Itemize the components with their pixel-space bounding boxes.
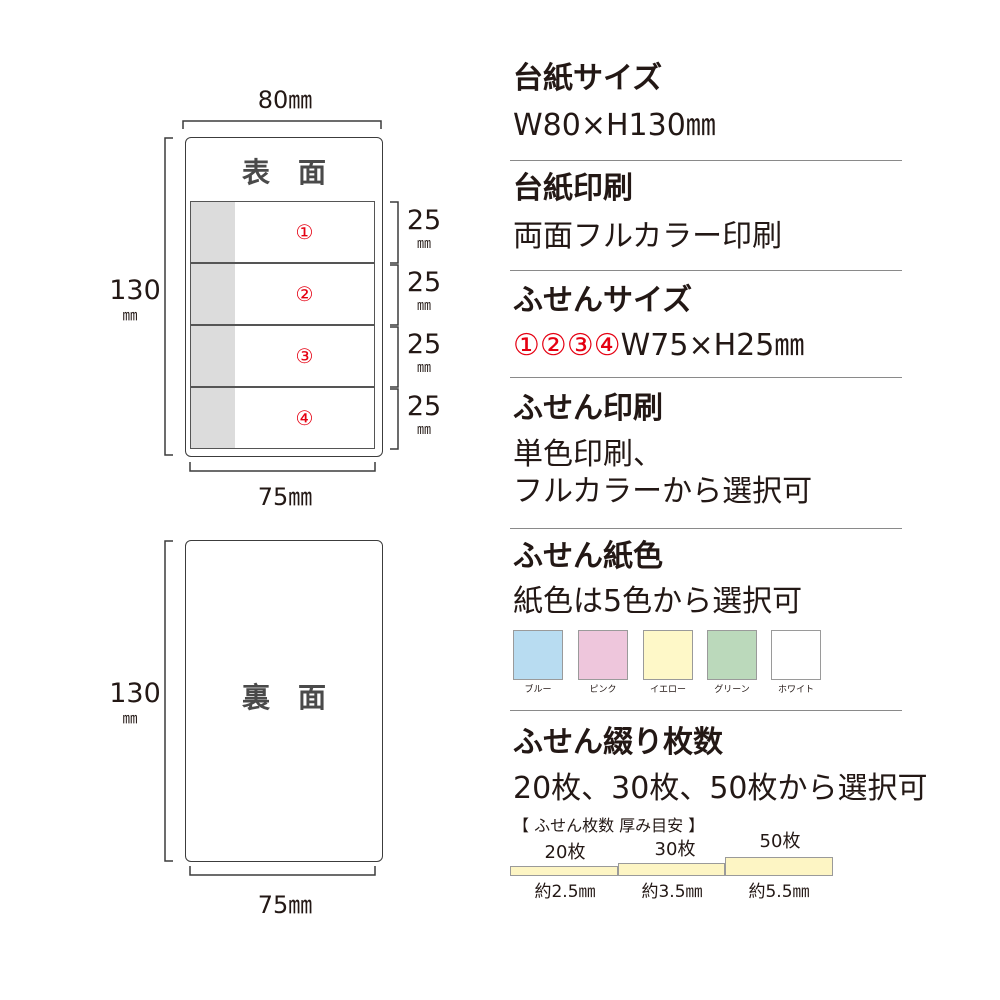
- thickness-50-bar: [725, 857, 833, 876]
- back-height-value: 130: [109, 678, 161, 709]
- sheet-count-heading: ふせん綴り枚数: [513, 725, 723, 760]
- back-face-card: 裏 面: [185, 540, 383, 862]
- color-swatch-green-label: グリーン: [714, 685, 750, 695]
- front-width-label: 80㎜: [257, 86, 313, 114]
- sticky-note-1-tab: [191, 202, 235, 262]
- note-print-line-2: フルカラーから選択可: [513, 474, 813, 509]
- color-swatch-green: [707, 630, 757, 680]
- back-bottom-width-label: 75㎜: [257, 891, 313, 919]
- mount-size-value: W80×H130㎜: [513, 108, 716, 143]
- note-print-heading: ふせん印刷: [513, 391, 663, 426]
- thickness-30-bar: [618, 863, 725, 876]
- section-divider-3: [510, 377, 902, 378]
- back-face-title: 裏 面: [241, 681, 326, 714]
- sticky-note-3-tab: [191, 326, 235, 386]
- thickness-50-value: 約5.5㎜: [748, 882, 810, 902]
- note-size-number-3: ③: [566, 328, 594, 363]
- note-1-height-unit: ㎜: [417, 236, 431, 252]
- color-swatch-white: [771, 630, 821, 680]
- paper-color-heading: ふせん紙色: [513, 539, 663, 574]
- front-bottom-width-bracket: [189, 462, 376, 472]
- note-2-height-bracket: [390, 264, 399, 326]
- sticky-note-1-number: ①: [295, 220, 314, 244]
- note-size-value: W75×H25㎜: [620, 328, 805, 363]
- sticky-note-4-tab: [191, 388, 235, 448]
- section-divider-1: [510, 160, 902, 161]
- note-1-height-bracket: [390, 201, 399, 264]
- note-size-heading: ふせんサイズ: [513, 283, 693, 318]
- thickness-20-count: 20枚: [544, 842, 586, 863]
- sticky-note-4: ④: [190, 387, 375, 449]
- sticky-note-4-number: ④: [295, 406, 314, 430]
- sticky-note-1: ①: [190, 201, 375, 263]
- color-swatch-blue-label: ブルー: [524, 685, 552, 695]
- note-print-line-1: 単色印刷、: [513, 437, 663, 472]
- sheet-count-value: 20枚、30枚、50枚から選択可: [513, 771, 928, 806]
- back-bottom-width-bracket: [189, 866, 376, 876]
- front-bottom-width-label: 75㎜: [257, 483, 313, 511]
- thickness-guide-title: 【 ふせん枚数 厚み目安 】: [513, 816, 705, 835]
- sticky-note-stack: ① ② ③ ④: [190, 201, 375, 449]
- color-swatch-blue: [513, 630, 563, 680]
- front-height-value: 130: [109, 275, 161, 306]
- sticky-note-3-number: ③: [295, 344, 314, 368]
- section-divider-4: [510, 528, 902, 529]
- note-size-number-1: ①: [513, 328, 540, 363]
- color-swatch-pink-label: ピンク: [589, 685, 617, 695]
- note-size-line: ①②③④W75×H25㎜: [513, 331, 804, 361]
- color-swatch-yellow: [643, 630, 693, 680]
- note-4-height-bracket: [390, 388, 399, 450]
- sticky-note-2-number: ②: [295, 282, 314, 306]
- front-height-unit: ㎜: [122, 306, 138, 324]
- section-divider-2: [510, 270, 902, 271]
- thickness-30-value: 約3.5㎜: [641, 882, 703, 902]
- mount-size-heading: 台紙サイズ: [513, 61, 663, 96]
- note-3-height-bracket: [390, 326, 399, 388]
- note-3-height-value: 25: [406, 329, 442, 360]
- mount-print-heading: 台紙印刷: [513, 171, 633, 206]
- thickness-30-count: 30枚: [654, 839, 696, 860]
- section-divider-5: [510, 710, 902, 711]
- mount-print-value: 両面フルカラー印刷: [513, 219, 783, 254]
- note-4-height-value: 25: [406, 391, 442, 422]
- note-4-height-unit: ㎜: [417, 422, 431, 438]
- thickness-50-count: 50枚: [759, 831, 801, 852]
- sticky-note-2-tab: [191, 264, 235, 324]
- front-face-title: 表 面: [241, 156, 326, 189]
- sticky-note-2: ②: [190, 263, 375, 325]
- front-width-bracket: [182, 120, 382, 129]
- note-size-number-4: ④: [593, 328, 621, 363]
- back-height-unit: ㎜: [122, 709, 138, 727]
- color-swatch-yellow-label: イエロー: [650, 685, 686, 695]
- back-height-bracket: [164, 540, 173, 862]
- sticky-note-3: ③: [190, 325, 375, 387]
- note-2-height-value: 25: [406, 267, 442, 298]
- note-1-height-value: 25: [406, 205, 442, 236]
- color-swatch-white-label: ホワイト: [777, 685, 814, 695]
- note-3-height-unit: ㎜: [417, 360, 431, 376]
- paper-color-value: 紙色は5色から選択可: [513, 584, 803, 619]
- front-height-bracket: [164, 137, 173, 456]
- note-size-number-2: ②: [539, 328, 567, 363]
- thickness-20-bar: [510, 866, 618, 876]
- color-swatch-pink: [578, 630, 628, 680]
- note-2-height-unit: ㎜: [417, 298, 431, 314]
- thickness-20-value: 約2.5㎜: [534, 882, 596, 902]
